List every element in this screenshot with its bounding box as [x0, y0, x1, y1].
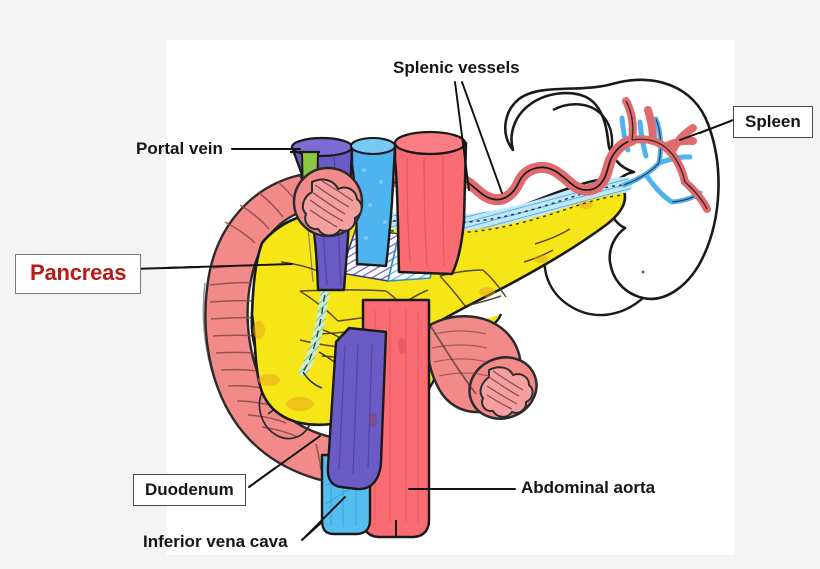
leader-pancreas-outside: [130, 266, 201, 270]
leader-ivc-outside: [301, 521, 323, 541]
structure-superior-mesenteric-vein: [349, 136, 397, 268]
label-abdominal-aorta[interactable]: Abdominal aorta: [521, 478, 656, 497]
leader-pancreas: [167, 263, 293, 269]
leader-spleen-outside: [699, 119, 734, 134]
structure-renal-artery-stump: [425, 315, 538, 420]
label-splenic-vessels[interactable]: Splenic vessels: [393, 58, 520, 77]
label-duodenum[interactable]: Duodenum: [133, 474, 246, 506]
structure-sma-stump: [292, 166, 364, 238]
label-inferior-vena-cava[interactable]: Inferior vena cava: [143, 532, 288, 551]
leader-splenic-vessels-a: [454, 81, 470, 191]
leader-splenic-vessels-b: [461, 81, 503, 194]
label-pancreas[interactable]: Pancreas: [15, 254, 142, 294]
leader-duodenum-outside: [248, 467, 276, 488]
structure-descending-vein: [326, 326, 388, 491]
leader-lines-outside: [130, 119, 734, 541]
label-portal-vein[interactable]: Portal vein: [136, 139, 223, 158]
structure-celiac-trunk: [393, 130, 468, 276]
label-spleen[interactable]: Spleen: [733, 106, 813, 138]
